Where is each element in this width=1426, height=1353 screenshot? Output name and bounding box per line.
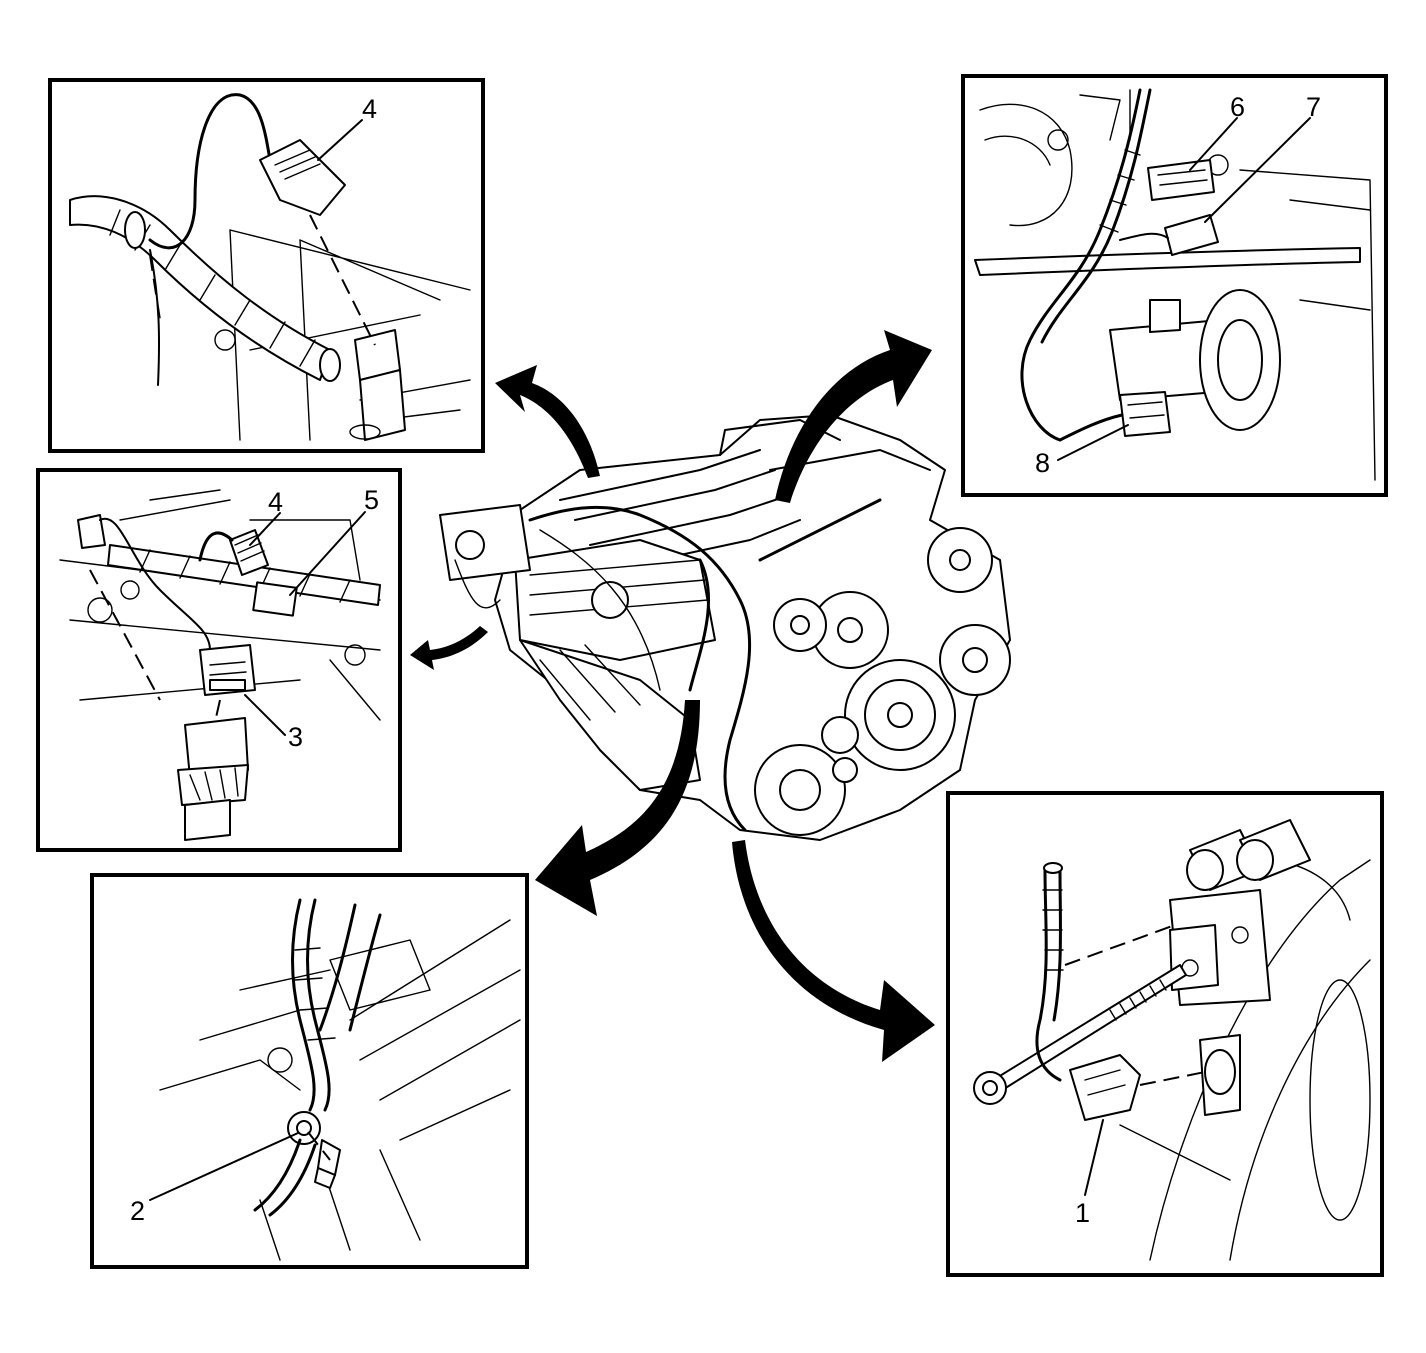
callout-6: 6 xyxy=(1230,92,1245,122)
callout-4-mid: 4 xyxy=(268,487,283,517)
callout-2: 2 xyxy=(130,1196,145,1226)
callout-5: 5 xyxy=(364,485,379,515)
callout-3: 3 xyxy=(288,722,303,752)
callout-8: 8 xyxy=(1035,448,1050,478)
detail-panel-mid-left: 4 5 3 xyxy=(36,468,402,852)
engine-icon xyxy=(439,414,1011,841)
detail-panel-bottom-right: 1 xyxy=(946,791,1384,1277)
detail-panel-top-right: 6 7 8 xyxy=(961,74,1388,497)
callout-7: 7 xyxy=(1306,92,1321,122)
callout-4: 4 xyxy=(362,94,377,124)
callout-1: 1 xyxy=(1075,1198,1090,1228)
detail-panel-bottom-left: 2 xyxy=(90,873,529,1269)
detail-panel-top-left: 4 xyxy=(48,78,485,453)
curved-arrow-icon xyxy=(410,330,935,1062)
